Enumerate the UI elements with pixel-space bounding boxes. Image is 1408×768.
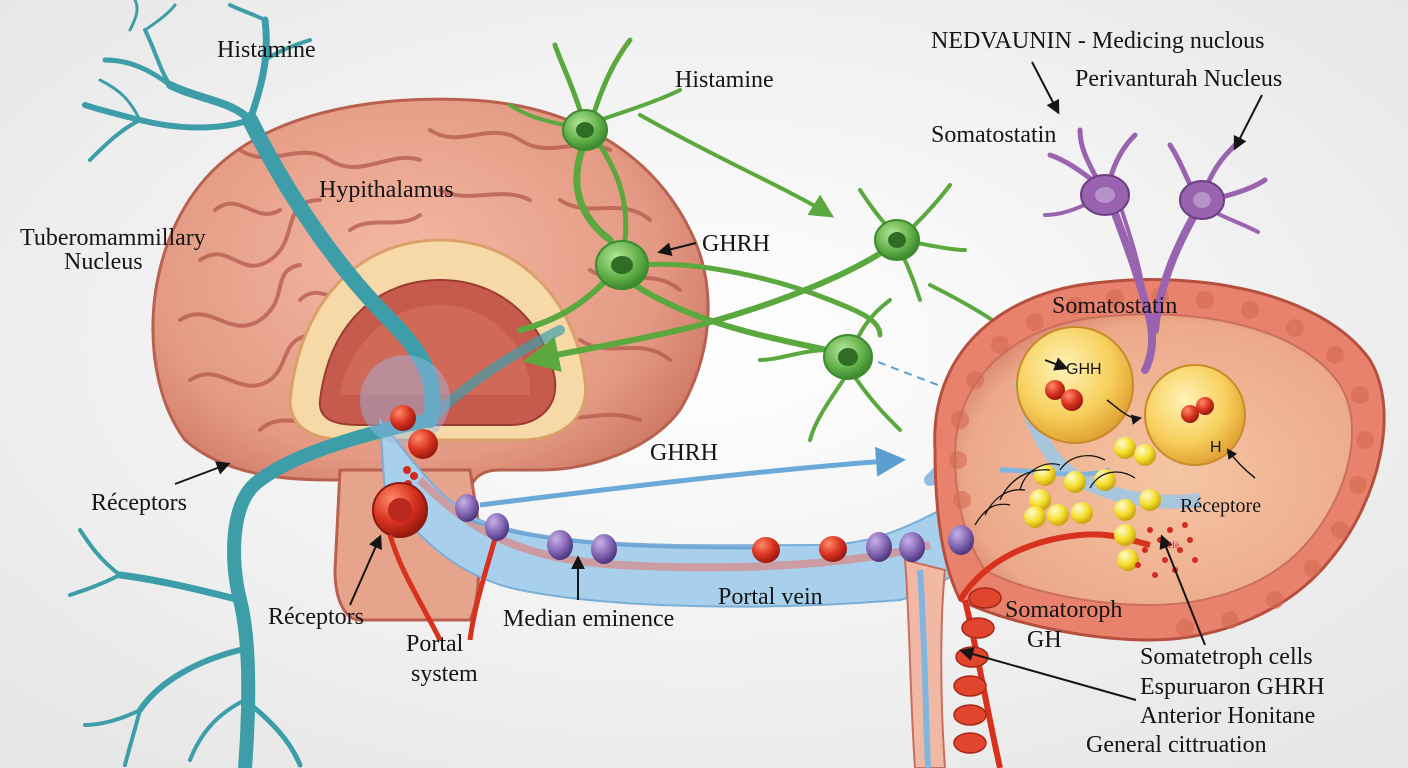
somatoroph-label-line1: Somatoroph <box>1005 597 1123 623</box>
anterior-honitane-label: Anterior Honitane <box>1140 703 1316 729</box>
tuberomammillary-label-line1: Tuberomammillary <box>20 225 206 251</box>
granule-text: éfé <box>1168 540 1179 550</box>
histamine-label-center: Histamine <box>675 67 774 93</box>
portal-system-label-line1: Portal <box>406 631 464 657</box>
somatoroph-label-line2: GH <box>1027 627 1062 654</box>
posterior-cell-column <box>953 587 1002 754</box>
red-dots <box>1135 522 1198 578</box>
median-eminence-label: Median eminence <box>503 606 675 632</box>
somatostatin-label-pituitary: Somatostatin <box>1052 293 1178 319</box>
espruaron-ghrh-label: Espuruaron GHRH <box>1140 674 1325 700</box>
h-label: H <box>1210 439 1222 456</box>
perivanturah-nucleus-label: Perivanturah Nucleus <box>1075 66 1283 92</box>
portal-system-label-line2: system <box>411 661 478 688</box>
receptors-label-bottom: Réceptors <box>268 604 364 630</box>
tuberomammillary-label-line2: Nucleus <box>64 249 143 276</box>
histamine-label-left: Histamine <box>217 37 316 63</box>
pointer-arrows <box>174 61 1263 701</box>
general-cittruation-label: General cittruation <box>1086 732 1267 758</box>
ghh-label: GHH <box>1066 361 1102 378</box>
receptore-label: Réceptore <box>1180 495 1262 517</box>
somatoroph-gh-label: Somatoroph GH <box>1005 598 1122 653</box>
receptors-label-left: Réceptors <box>91 490 187 516</box>
ghrh-label-lower: GHRH <box>650 440 719 466</box>
secretion-arrows <box>974 455 1136 526</box>
ghrh-neurons <box>508 37 1034 442</box>
ghrh-label-upper: GHRH <box>702 231 771 257</box>
nedvaunin-label: NEDVAUNIN - Medicing nuclous <box>931 28 1265 54</box>
portal-vein-label: Portal vein <box>718 584 823 610</box>
portal-system-label: Portal system <box>400 632 510 687</box>
somatotroph-cell <box>1016 326 1134 444</box>
somatostatin-neurons <box>1043 127 1268 374</box>
somatetroph-cells-label: Somatetroph cells <box>1140 644 1313 670</box>
pituitary-outer-cells <box>949 287 1374 637</box>
blood-cells <box>372 405 1002 754</box>
pituitary-gland <box>933 278 1386 768</box>
hypothalamus-label: Hypithalamus <box>319 177 454 203</box>
median-eminence-glow <box>360 355 450 445</box>
gh-granules <box>1024 437 1161 571</box>
tuberomammillary-nucleus-label: Tuberomammillary Nucleus <box>20 226 256 275</box>
somatostatin-label-top: Somatostatin <box>931 122 1057 148</box>
